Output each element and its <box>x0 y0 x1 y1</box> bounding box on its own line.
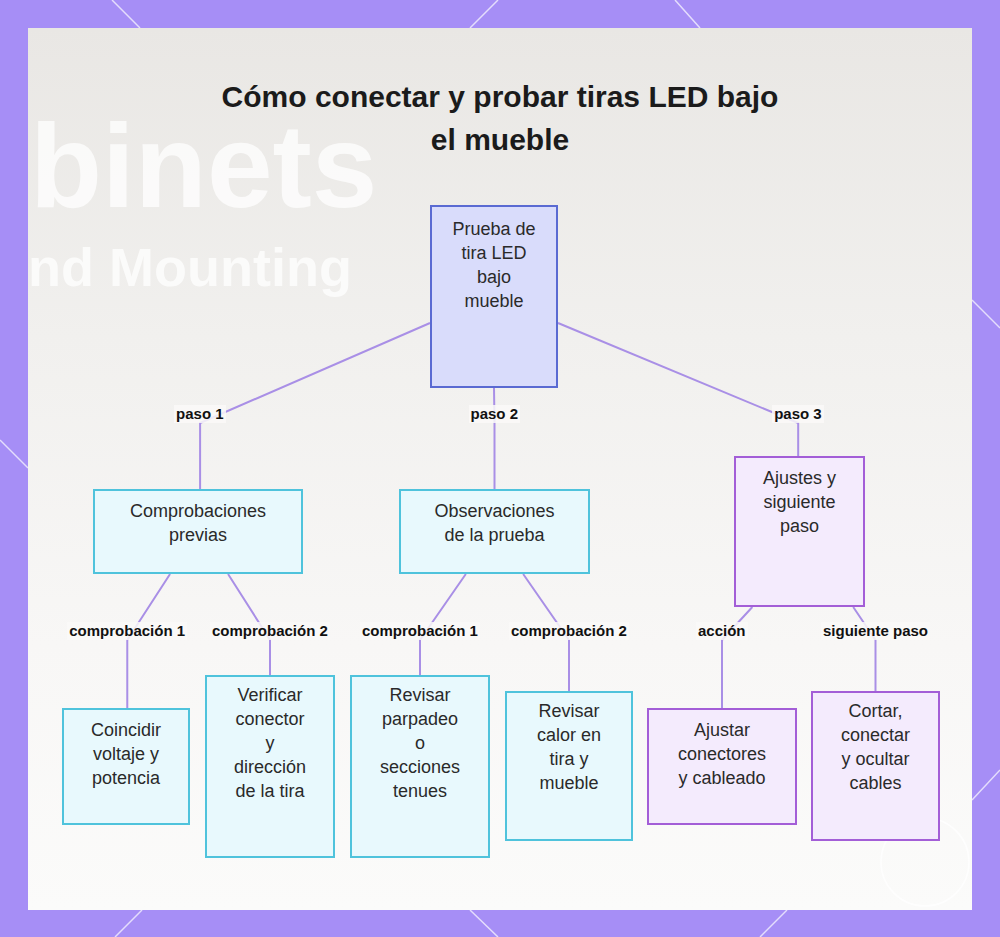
node-text: Ajustes y siguiente paso <box>750 466 850 538</box>
node-text: Verificar conector y dirección de la tir… <box>231 683 309 803</box>
process-box: Verificar conector y dirección de la tir… <box>205 675 335 858</box>
process-box: Revisar calor en tira y mueble <box>505 691 633 841</box>
process-box: Coincidir voltaje y potencia <box>62 708 190 825</box>
connector-line <box>558 323 798 456</box>
edge-label: paso 3 <box>772 405 824 423</box>
connector-line <box>200 323 430 489</box>
edge-label: acción <box>696 622 748 640</box>
edge-label: comprobación 1 <box>360 622 480 640</box>
watermark-text: nd Mounting <box>28 236 352 298</box>
process-box: Ajustes y siguiente paso <box>734 456 865 607</box>
diagram-title: Cómo conectar y probar tiras LED bajo el… <box>205 75 795 161</box>
edge-label: paso 2 <box>469 405 521 423</box>
process-box: Observaciones de la prueba <box>399 489 590 574</box>
connector-line <box>127 574 170 708</box>
process-box: Prueba de tira LED bajo mueble <box>430 205 558 388</box>
watermark-text: binets <box>30 98 378 234</box>
edge-label: comprobación 2 <box>210 622 330 640</box>
process-box: Revisar parpadeo o secciones tenues <box>350 675 490 858</box>
connector-line <box>853 607 875 691</box>
process-box: Comprobaciones previas <box>93 489 303 574</box>
node-text: Revisar calor en tira y mueble <box>526 699 612 795</box>
node-text: Ajustar conectores y cableado <box>674 718 770 790</box>
node-text: Comprobaciones previas <box>113 499 283 547</box>
node-text: Prueba de tira LED bajo mueble <box>448 217 540 313</box>
edge-label: comprobación 1 <box>67 622 187 640</box>
process-box: Ajustar conectores y cableado <box>647 708 797 825</box>
edge-label: siguiente paso <box>821 622 930 640</box>
node-text: Cortar, conectar y ocultar cables <box>837 699 915 795</box>
node-text: Revisar parpadeo o secciones tenues <box>377 683 463 803</box>
node-text: Coincidir voltaje y potencia <box>76 718 176 790</box>
process-box: Cortar, conectar y ocultar cables <box>811 691 940 841</box>
connector-line <box>493 388 496 489</box>
edge-label: comprobación 2 <box>509 622 629 640</box>
edge-label: paso 1 <box>174 405 226 423</box>
node-text: Observaciones de la prueba <box>427 499 563 547</box>
